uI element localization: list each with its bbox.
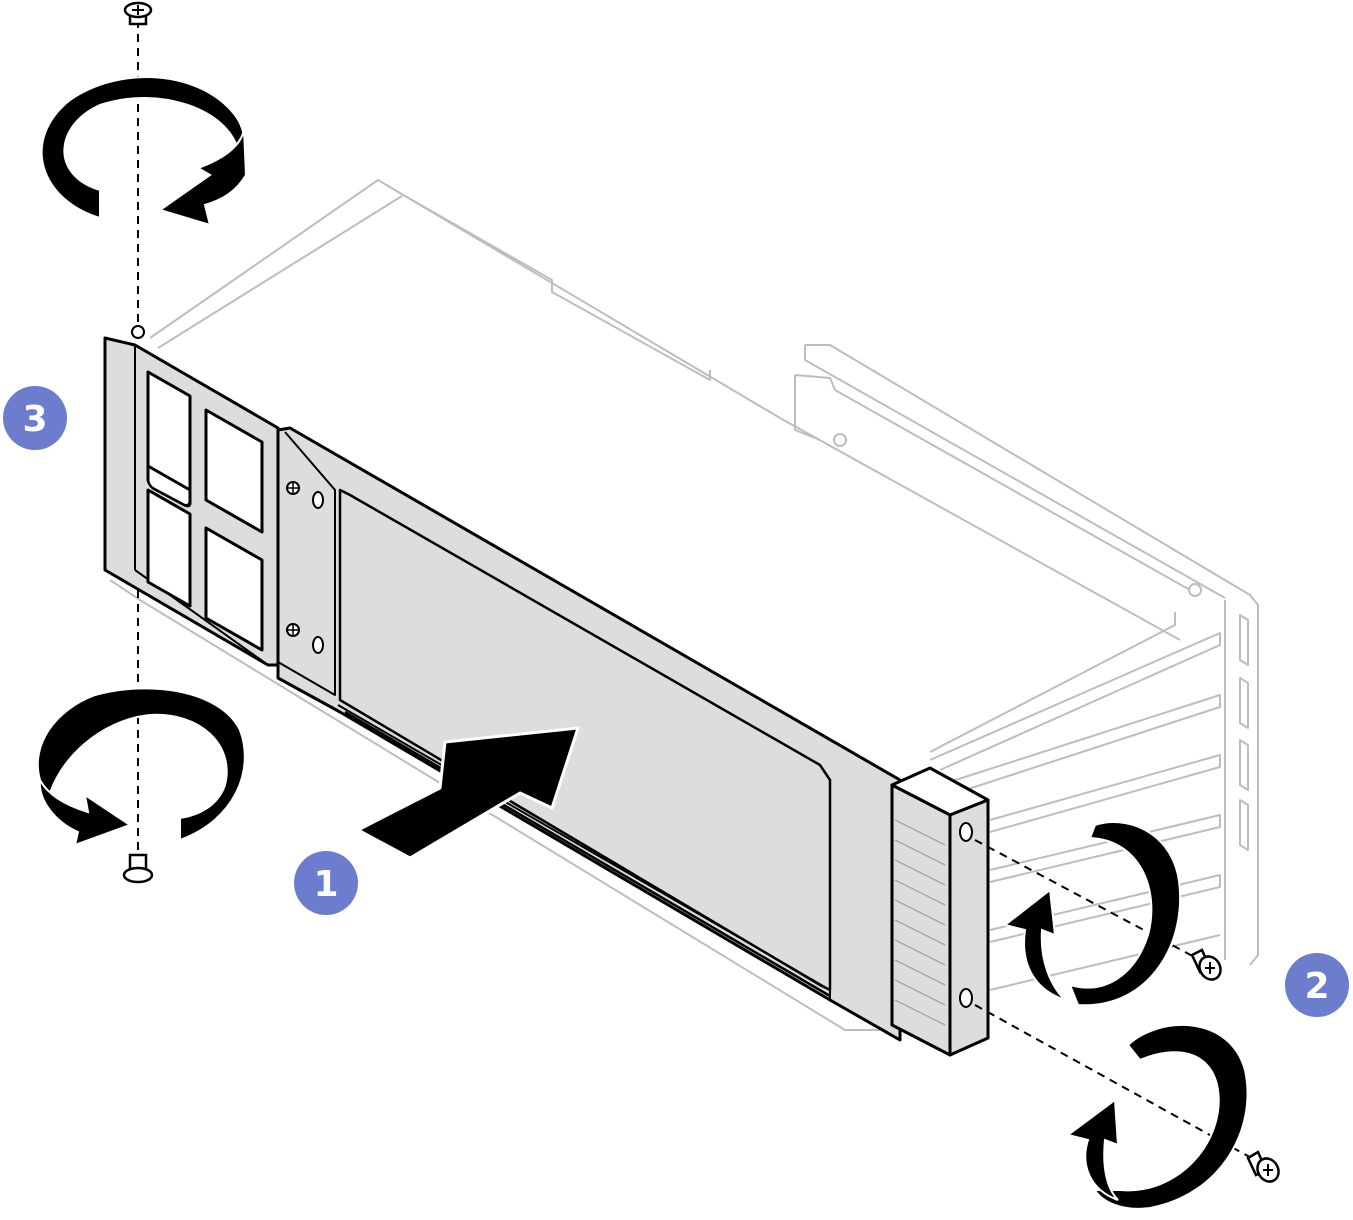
rotate-arrow-icon-top [40,76,248,227]
callout-step-2: 2 [1285,953,1349,1017]
rotate-arrow-icon-right-lower [1065,1023,1249,1210]
screw-icon-bottom [122,853,154,884]
front-cover-panel [276,426,902,1042]
left-bracket [103,325,280,667]
insert-arrow-icon [356,726,580,860]
screw-icon-right-upper [1190,948,1222,981]
screw-icon-right-lower [1246,1150,1280,1183]
callout-step-3: 3 [3,386,67,450]
rotate-arrow-icon-bottom [36,687,246,847]
callout-step-2-label: 2 [1304,966,1329,1007]
callout-step-1-label: 1 [313,864,338,905]
callout-step-3-label: 3 [22,399,47,440]
screw-icon-top [123,1,153,26]
callout-step-1: 1 [294,851,358,915]
rotate-arrow-icon-right-upper [1002,821,1182,1007]
riser-cage-outline [109,179,1259,1031]
end-cap [890,766,990,1057]
